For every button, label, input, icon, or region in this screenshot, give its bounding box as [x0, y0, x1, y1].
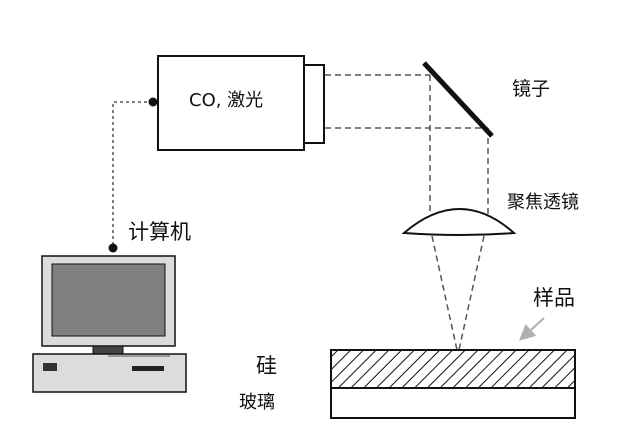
mirror-label: 镜子	[512, 78, 551, 100]
focusing-lens	[401, 208, 517, 236]
disk-drive	[132, 366, 164, 371]
silicon-label: 硅	[256, 354, 277, 378]
beam-focus-right	[458, 235, 485, 351]
laser-output-port	[303, 64, 325, 144]
sample-label: 样品	[533, 286, 575, 310]
glass-layer	[330, 387, 576, 419]
computer-case	[32, 353, 187, 393]
computer	[32, 255, 187, 393]
monitor-stand	[92, 345, 124, 355]
glass-label: 玻璃	[239, 392, 275, 413]
laser-label: CO, 激光	[189, 90, 264, 111]
sample-pointer-arrow	[519, 317, 545, 341]
laser-body	[157, 55, 305, 151]
lens-label: 聚焦透镜	[507, 192, 579, 213]
drive-slot	[43, 363, 57, 371]
mirror	[422, 61, 494, 138]
sample-stack	[330, 349, 576, 419]
cable-connector-computer	[108, 243, 118, 253]
cable-connector-laser	[148, 97, 158, 107]
laser-unit	[157, 55, 325, 151]
monitor-screen	[51, 263, 166, 337]
laser-beam	[325, 74, 489, 351]
silicon-layer	[330, 349, 576, 389]
control-cable	[108, 97, 158, 253]
beam-focus-left	[431, 235, 458, 351]
computer-label: 计算机	[128, 220, 191, 244]
